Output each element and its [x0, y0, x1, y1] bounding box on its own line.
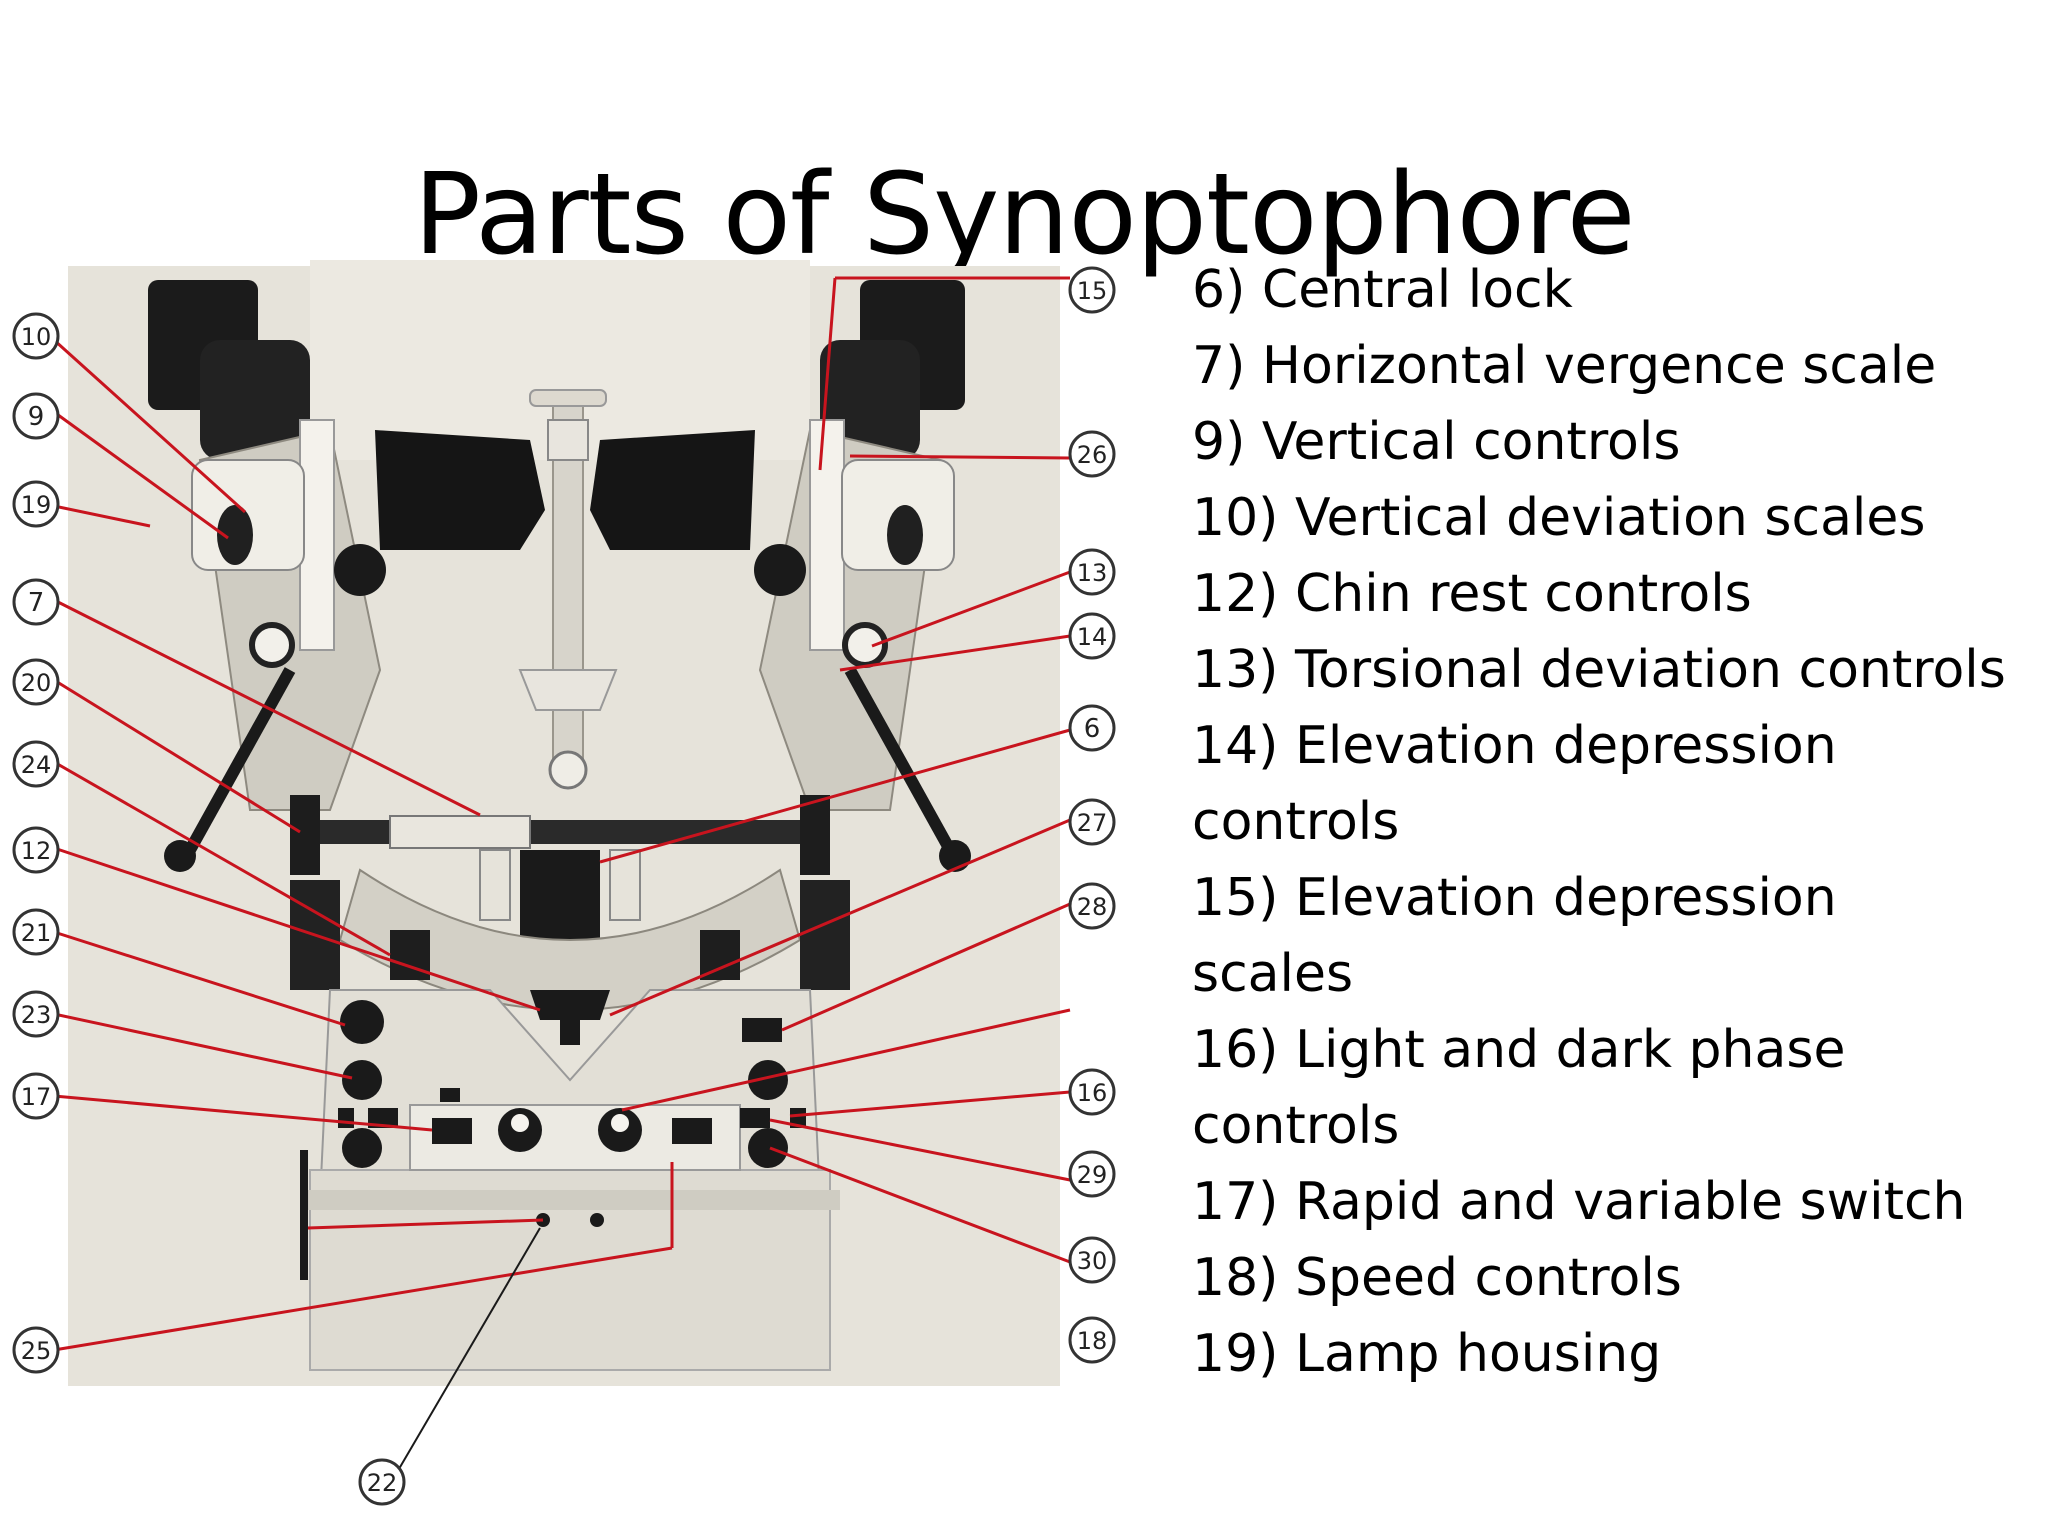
callout-number: 28: [1077, 893, 1108, 921]
callout-number: 14: [1077, 623, 1108, 651]
parts-list-item: 18) Speed controls: [1192, 1248, 1682, 1308]
callout-number: 12: [21, 837, 52, 865]
callout-30: 30: [1068, 1236, 1116, 1284]
callout-circle: [1068, 612, 1116, 660]
callout-circle: [1068, 704, 1116, 752]
callout-23: 23: [12, 990, 60, 1038]
callout-circle: [1068, 548, 1116, 596]
callout-15: 15: [1068, 266, 1116, 314]
callout-19: 19: [12, 480, 60, 528]
callout-20: 20: [12, 658, 60, 706]
callout-number: 7: [28, 588, 45, 618]
callout-28: 28: [1068, 882, 1116, 930]
callout-number: 9: [28, 402, 45, 432]
callout-number: 21: [21, 919, 52, 947]
callout-number: 27: [1077, 809, 1108, 837]
callout-number: 29: [1077, 1161, 1108, 1189]
callout-circle: [1068, 882, 1116, 930]
callout-29: 29: [1068, 1150, 1116, 1198]
callout-number: 6: [1084, 714, 1101, 744]
parts-list-item: 17) Rapid and variable switch: [1192, 1172, 1966, 1232]
callout-circle: [12, 312, 60, 360]
callout-10: 10: [12, 312, 60, 360]
parts-list-item: 12) Chin rest controls: [1192, 564, 1752, 624]
callout-circle: [12, 1072, 60, 1120]
chin-rest-base: [290, 868, 850, 1045]
callout-25: 25: [12, 1326, 60, 1374]
callouts-right: 15 26 13 14 6 27 28 16 29 30 18: [1068, 266, 1116, 1364]
parts-list-item: 7) Horizontal vergence scale: [1192, 336, 1937, 396]
callout-circle: [12, 578, 60, 626]
callout-7: 7: [12, 578, 60, 626]
callout-16: 16: [1068, 1068, 1116, 1116]
callout-26: 26: [1068, 430, 1116, 478]
callout-number: 10: [21, 323, 52, 351]
parts-list-item: 6) Central lock: [1192, 260, 1573, 320]
callout-21: 21: [12, 908, 60, 956]
callout-circle: [1068, 798, 1116, 846]
leader-line-22: [395, 1227, 541, 1475]
synoptophore-diagram: 10 9 19 7 20 24 12 21 23 17 25 15 26 13 14 6 27 28 16 29 30…: [12, 260, 1116, 1506]
callout-circle: [12, 480, 60, 528]
callout-circle: [12, 826, 60, 874]
parts-list-item: 15) Elevation depression scales: [1192, 868, 1837, 1004]
callout-12: 12: [12, 826, 60, 874]
right-eyepiece: [590, 430, 755, 550]
callouts-bottom: 22: [358, 1458, 406, 1506]
callout-number: 13: [1077, 559, 1108, 587]
base-cabinet: [300, 989, 840, 1371]
callout-22: 22: [358, 1458, 406, 1506]
callout-circle: [12, 740, 60, 788]
callout-number: 23: [21, 1001, 52, 1029]
right-arm: [754, 419, 971, 872]
callout-circle: [1068, 1068, 1116, 1116]
callout-circle: [1068, 430, 1116, 478]
callout-6: 6: [1068, 704, 1116, 752]
left-lamp-housing: [148, 280, 310, 460]
callout-number: 17: [21, 1083, 52, 1111]
horizontal-bar: [290, 795, 830, 940]
callout-number: 26: [1077, 441, 1108, 469]
callouts-left: 10 9 19 7 20 24 12 21 23 17 25: [12, 312, 60, 1374]
slide-title: Parts of Synoptophore: [413, 150, 1635, 281]
callout-circle: [1068, 1236, 1116, 1284]
left-eyepiece: [375, 430, 545, 550]
callout-circle: [1068, 266, 1116, 314]
callout-number: 30: [1077, 1247, 1108, 1275]
parts-list-item: 19) Lamp housing: [1192, 1324, 1662, 1384]
callout-24: 24: [12, 740, 60, 788]
callout-number: 16: [1077, 1079, 1108, 1107]
callout-number: 15: [1077, 277, 1108, 305]
parts-list-item: 16) Light and dark phase controls: [1192, 1020, 1846, 1156]
callout-circle: [12, 392, 60, 440]
central-column: [518, 389, 618, 790]
callout-circle: [12, 1326, 60, 1374]
callout-number: 18: [1077, 1327, 1108, 1355]
callout-circle: [12, 990, 60, 1038]
callout-number: 24: [21, 751, 52, 779]
parts-list-item: 13) Torsional deviation controls: [1192, 640, 2006, 700]
parts-list-item: 9) Vertical controls: [1192, 412, 1681, 472]
callout-number: 19: [21, 491, 52, 519]
callout-circle: [12, 658, 60, 706]
parts-list-item: 10) Vertical deviation scales: [1192, 488, 1926, 548]
callout-number: 25: [21, 1337, 52, 1365]
callout-circle: [1068, 1150, 1116, 1198]
callout-circle: [358, 1458, 406, 1506]
callout-9: 9: [12, 392, 60, 440]
parts-list-item: 14) Elevation depression controls: [1192, 716, 1837, 852]
callout-18: 18: [1068, 1316, 1116, 1364]
callout-circle: [12, 908, 60, 956]
leader-lines: [52, 276, 1071, 1352]
callout-number: 20: [21, 669, 52, 697]
callout-13: 13: [1068, 548, 1116, 596]
callout-27: 27: [1068, 798, 1116, 846]
callout-14: 14: [1068, 612, 1116, 660]
callout-circle: [1068, 1316, 1116, 1364]
parts-list: 6) Central lock 7) Horizontal vergence sc…: [1192, 252, 2012, 1392]
callout-17: 17: [12, 1072, 60, 1120]
callout-number: 22: [367, 1469, 398, 1497]
